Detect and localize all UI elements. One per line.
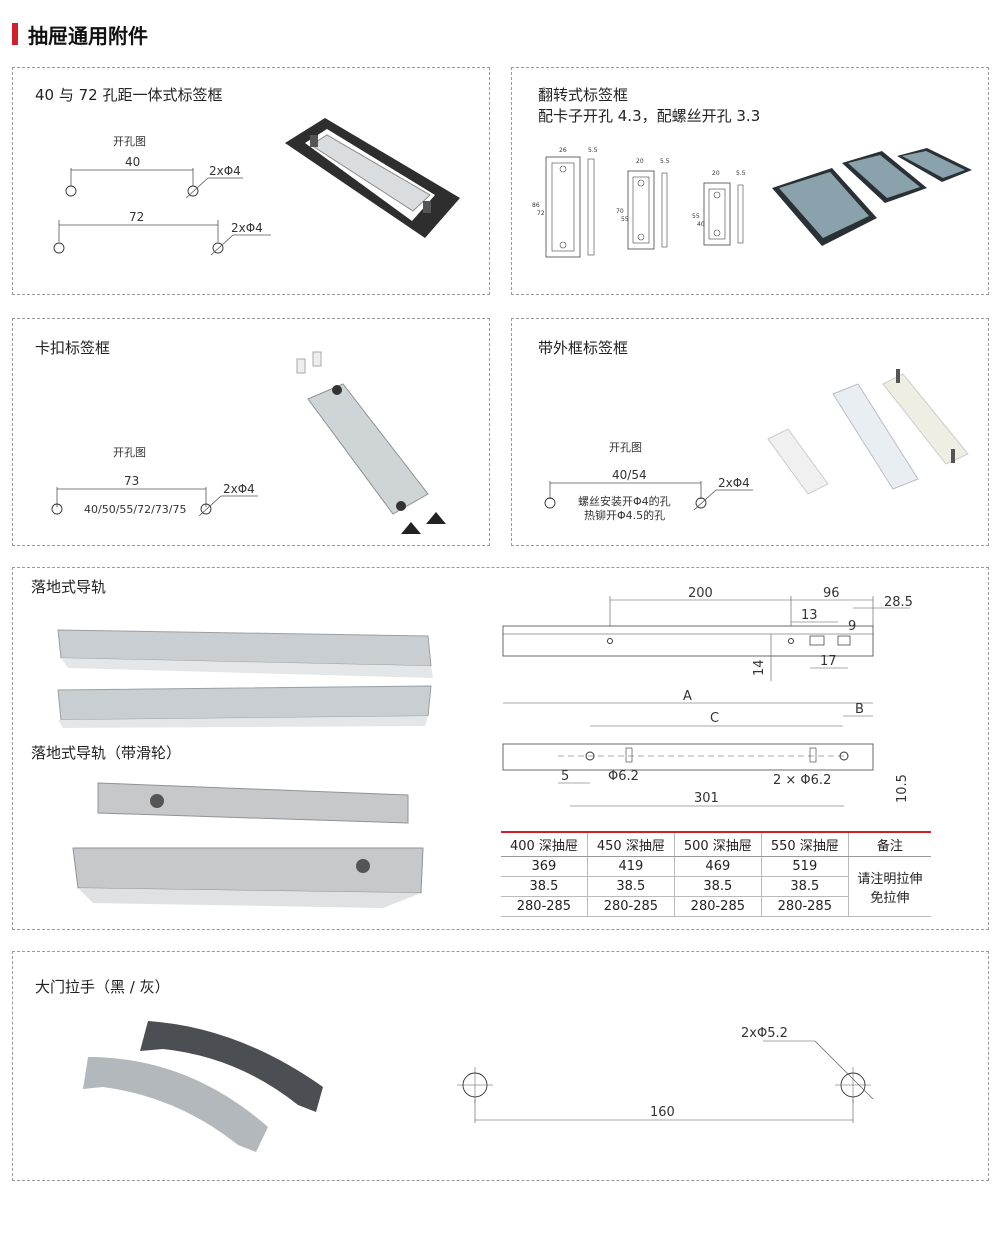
caption: 开孔图 bbox=[113, 446, 146, 459]
svg-text:5.5: 5.5 bbox=[736, 170, 746, 177]
flip-frame-drawings: 26 5.5 86 72 20 5.5 70 55 20 5.5 55 bbox=[532, 147, 746, 258]
col-450: 450 深抽屉 bbox=[587, 831, 675, 857]
hole-spec-b: 2xΦ4 bbox=[231, 221, 263, 235]
panel-title: 带外框标签框 bbox=[538, 339, 629, 357]
hole-diagram: 开孔图 40 2xΦ4 72 2xΦ4 bbox=[53, 135, 271, 256]
svg-text:40: 40 bbox=[697, 221, 705, 228]
panel-title: 大门拉手（黑 / 灰） bbox=[35, 978, 170, 996]
svg-text:17: 17 bbox=[820, 654, 837, 669]
svg-text:2 × Φ6.2: 2 × Φ6.2 bbox=[773, 773, 831, 788]
svg-text:301: 301 bbox=[694, 791, 719, 806]
dim-72: 72 bbox=[129, 210, 144, 224]
hole-spec: 2xΦ5.2 bbox=[741, 1026, 788, 1041]
flip-frame-photo bbox=[772, 148, 972, 246]
svg-text:B: B bbox=[855, 702, 864, 717]
snap-frame-photo bbox=[296, 351, 446, 534]
panel-title: 40 与 72 孔距一体式标签框 bbox=[35, 86, 223, 104]
svg-text:26: 26 bbox=[559, 147, 567, 154]
svg-text:200: 200 bbox=[688, 586, 713, 601]
rail-drawing-bottom: A B C 5 Φ6.2 2 × Φ6.2 301 10.5 bbox=[502, 689, 910, 807]
dim-160: 160 bbox=[650, 1105, 675, 1120]
handle-photo bbox=[83, 1021, 323, 1152]
svg-text:96: 96 bbox=[823, 586, 840, 601]
hole-diagram: 开孔图 73 2xΦ4 40/50/55/72/73/75 bbox=[51, 446, 258, 517]
col-remark: 备注 bbox=[848, 831, 931, 857]
hole-spec-a: 2xΦ4 bbox=[209, 164, 241, 178]
svg-text:55: 55 bbox=[692, 213, 700, 220]
panel-floor-rail: 落地式导轨 落地式导轨（带滑轮） 200 96 28.5 13 9 14 bbox=[12, 567, 989, 930]
col-500: 500 深抽屉 bbox=[674, 831, 762, 857]
svg-text:86: 86 bbox=[532, 202, 540, 209]
rail-drawing-top: 200 96 28.5 13 9 14 17 bbox=[502, 586, 913, 681]
rail-spec-table: 400 深抽屉 450 深抽屉 500 深抽屉 550 深抽屉 备注 369 4… bbox=[501, 831, 931, 917]
panel-integrated-label-frame: 40 与 72 孔距一体式标签框 开孔图 40 2xΦ4 72 2xΦ4 bbox=[12, 67, 490, 295]
table-row: 38.5 38.5 38.5 38.5 bbox=[501, 876, 931, 897]
title-floor-rail-roller: 落地式导轨（带滑轮） bbox=[31, 744, 182, 762]
svg-text:28.5: 28.5 bbox=[884, 595, 913, 610]
drawing-55: 20 5.5 55 40 bbox=[692, 170, 746, 246]
caption: 开孔图 bbox=[609, 441, 642, 454]
svg-text:20: 20 bbox=[712, 170, 720, 177]
table-row: 369 419 469 519 请注明拉伸 免拉伸 bbox=[501, 856, 931, 917]
size-options: 40/50/55/72/73/75 bbox=[84, 503, 187, 516]
svg-text:72: 72 bbox=[537, 210, 545, 217]
col-400: 400 深抽屉 bbox=[501, 831, 588, 857]
col-550: 550 深抽屉 bbox=[761, 831, 849, 857]
rail-photos bbox=[57, 629, 433, 908]
caption: 开孔图 bbox=[113, 135, 146, 148]
panel-flip-label-frame: 翻转式标签框 配卡子开孔 4.3，配螺丝开孔 3.3 26 5.5 86 72 … bbox=[511, 67, 989, 295]
drawing-86: 26 5.5 86 72 bbox=[532, 147, 598, 258]
svg-text:5.5: 5.5 bbox=[660, 158, 670, 165]
svg-text:9: 9 bbox=[848, 619, 856, 634]
svg-text:5: 5 bbox=[561, 769, 569, 784]
table-row: 280-285 280-285 280-285 280-285 bbox=[501, 896, 931, 917]
outer-frame-photo bbox=[767, 369, 969, 495]
title-floor-rail: 落地式导轨 bbox=[31, 578, 107, 596]
integrated-frame-photo bbox=[285, 118, 460, 238]
panel-title: 卡扣标签框 bbox=[35, 339, 111, 357]
svg-text:55: 55 bbox=[621, 216, 629, 223]
panel-snap-label-frame: 卡扣标签框 开孔图 73 2xΦ4 40/50/55/72/73/75 bbox=[12, 318, 490, 546]
handle-drawing: 160 2xΦ5.2 bbox=[457, 1026, 874, 1123]
note-screw: 螺丝安装开Φ4的孔 bbox=[578, 494, 671, 508]
panel-title-line2: 配卡子开孔 4.3，配螺丝开孔 3.3 bbox=[538, 107, 761, 125]
panel-outer-frame-label: 带外框标签框 开孔图 40/54 2xΦ4 螺丝安装开Φ4的孔 热铆开Φ4.5的… bbox=[511, 318, 989, 546]
hole-spec: 2xΦ4 bbox=[223, 482, 255, 496]
svg-text:70: 70 bbox=[616, 208, 624, 215]
remark-cell: 请注明拉伸 免拉伸 bbox=[848, 856, 931, 917]
note-rivet: 热铆开Φ4.5的孔 bbox=[584, 508, 665, 522]
dim-40: 40 bbox=[125, 155, 140, 169]
svg-text:A: A bbox=[683, 689, 692, 704]
dim-73: 73 bbox=[124, 474, 139, 488]
hole-spec: 2xΦ4 bbox=[718, 476, 750, 490]
header-accent-bar bbox=[12, 23, 18, 45]
svg-text:Φ6.2: Φ6.2 bbox=[608, 769, 639, 784]
panel-title-line1: 翻转式标签框 bbox=[538, 86, 629, 104]
svg-text:20: 20 bbox=[636, 158, 644, 165]
svg-text:14: 14 bbox=[752, 659, 767, 676]
svg-text:13: 13 bbox=[801, 608, 818, 623]
hole-diagram: 开孔图 40/54 2xΦ4 螺丝安装开Φ4的孔 热铆开Φ4.5的孔 bbox=[544, 441, 753, 522]
dim-40-54: 40/54 bbox=[612, 468, 647, 482]
drawing-70: 20 5.5 70 55 bbox=[616, 158, 670, 250]
svg-text:10.5: 10.5 bbox=[895, 774, 910, 803]
panel-door-handle: 大门拉手（黑 / 灰） 160 2xΦ5.2 bbox=[12, 951, 989, 1181]
section-header: 抽屉通用附件 bbox=[12, 20, 148, 48]
svg-text:C: C bbox=[710, 711, 719, 726]
page-title: 抽屉通用附件 bbox=[28, 23, 148, 48]
svg-text:5.5: 5.5 bbox=[588, 147, 598, 154]
